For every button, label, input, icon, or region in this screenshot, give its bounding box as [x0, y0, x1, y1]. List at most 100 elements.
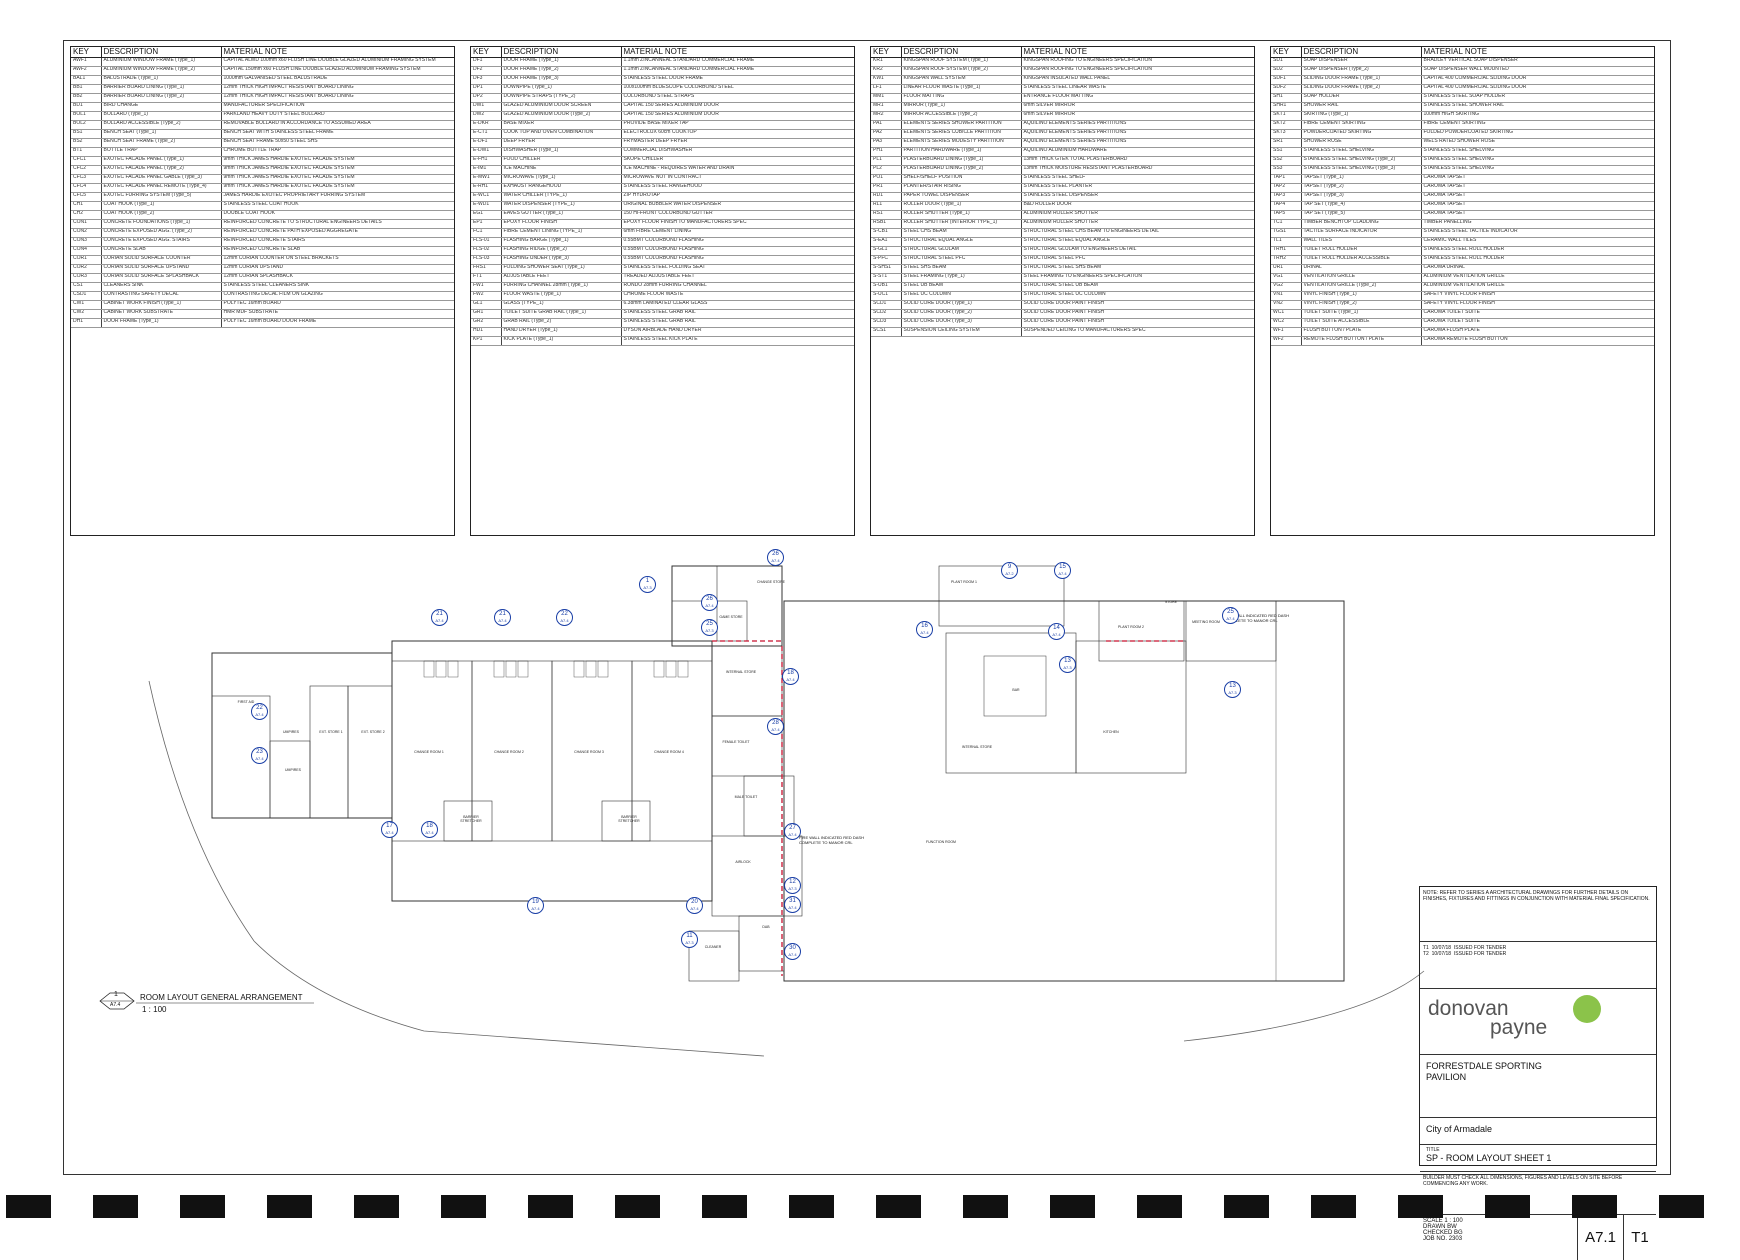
schedule-cell-key: S-EA1 [871, 237, 902, 248]
fire-wall-note: FIRE WALL INDICATED RED DASH COMPLETE TO… [1224, 613, 1289, 623]
schedule-cell-description: GLAZED ALUMINIUM DOOR SCREEN [501, 102, 622, 113]
scale-label: SCALE [1423, 1218, 1443, 1224]
callout-number: 1 [114, 991, 118, 998]
room-label: INTERNAL STORE [725, 670, 757, 674]
registration-dash [180, 1195, 225, 1218]
callout-number: 31 [789, 898, 796, 904]
schedule-cell-note: STAINLESS STEEL SOAP HOLDER [1421, 93, 1654, 104]
schedule-cell-key: SR1 [1271, 138, 1302, 149]
schedule-cell-note: 6mm SILVER MIRROR [1021, 111, 1254, 122]
schedule-cell-description: STAINLESS STEEL SHELVING (Type_2) [1301, 156, 1422, 167]
schedule-cell-note: SOLID CORE DOOR PAINT FINISH [1021, 309, 1254, 320]
schedule-cell-note: RONDO 28mm FURRING CHANNEL [621, 282, 854, 293]
schedule-cell-description: GLASS (TYPE_1) [501, 300, 622, 311]
schedule-cell-note: BENCH SEAT FRAME 50x50 STEEL SHS [221, 138, 454, 149]
schedule-cell-note: 6mm SILVER MIRROR [1021, 102, 1254, 113]
schedule-cell-key: COR1 [71, 255, 102, 266]
schedule-cell-description: SUSPENSION CEILING SYSTEM [901, 327, 1022, 338]
schedule-cell-note: SUSPENDED CEILING TO MANUFACTURERS SPEC [1021, 327, 1254, 338]
schedule-cell-description: EXOTEC FACADE PANEL GABLE (Type_3) [101, 174, 222, 185]
schedule-cell-key: TL1 [1271, 237, 1302, 248]
registration-dash [1224, 1195, 1269, 1218]
schedule-cell-note: STAINLESS STEEL COAT HOOK [221, 201, 454, 212]
schedule-cell-note: SAFETY VINYL FLOOR FINISH [1421, 300, 1654, 311]
schedule-header-note: MATERIAL NOTE [221, 47, 454, 59]
schedule-cell-description: VINYL FINISH (Type_1) [1301, 291, 1422, 302]
schedule-cell-note: STAINLESS STEEL PLANTER [1021, 183, 1254, 194]
schedule-cell-key: S-SHS1 [871, 264, 902, 275]
room-label: PLANT ROOM 2 [1118, 625, 1144, 629]
schedule-cell-description: ROLLER SHUTTER (Type_1) [901, 210, 1022, 221]
schedule-cell-key: TAP4 [1271, 201, 1302, 212]
client-name: City of Armadale [1420, 1118, 1656, 1145]
schedule-cell-note: STAINLESS STEEL KICK PLATE [621, 336, 854, 347]
schedule-cell-note: REINFORCED CONCRETE STAIRS [221, 237, 454, 248]
schedule-cell-note: REINFORCED CONCRETE SLAB [221, 246, 454, 257]
schedule-cell-key: MM1 [871, 93, 902, 104]
schedule-cell-description: TOILET ROLL HOLDER ACCESSIBLE [1301, 255, 1422, 266]
schedule-cell-description: GLAZED ALUMINIUM DOOR (Type_2) [501, 111, 622, 122]
callout-sheet: A7.4 [920, 630, 929, 635]
drawn-label: DRAWN [1423, 1224, 1446, 1230]
schedule-cell-key: WC1 [1271, 309, 1302, 320]
callout-sheet: A7.4 [255, 756, 264, 761]
schedule-cell-description: PLASTERBOARD LINING (Type_2) [901, 165, 1022, 176]
logo-mark-icon [1573, 995, 1601, 1023]
schedule-cell-description: CORIAN SOLID SURFACE COUNTER [101, 255, 222, 266]
schedule-cell-description: DOOR FRAME (Type_3) [501, 75, 622, 86]
job-value: 2303 [1448, 1236, 1463, 1242]
schedule-cell-key: KW1 [871, 75, 902, 86]
schedule-cell-description: CABINET WORK SUBSTRATE [101, 309, 222, 320]
schedule-cell-note: CAPITAL 150mm x60 FLUSH LINE DOUBLE GLAZ… [221, 66, 454, 77]
callout-sheet: A7.4 [498, 618, 507, 623]
schedule-cell-description: HAND DRYER (Type_1) [501, 327, 622, 338]
schedule-cell-key: DP1 [471, 84, 502, 95]
schedule-header-description: DESCRIPTION [901, 47, 1022, 59]
schedule-cell-description: KINGSPAN WALL SYSTEM [901, 75, 1022, 86]
